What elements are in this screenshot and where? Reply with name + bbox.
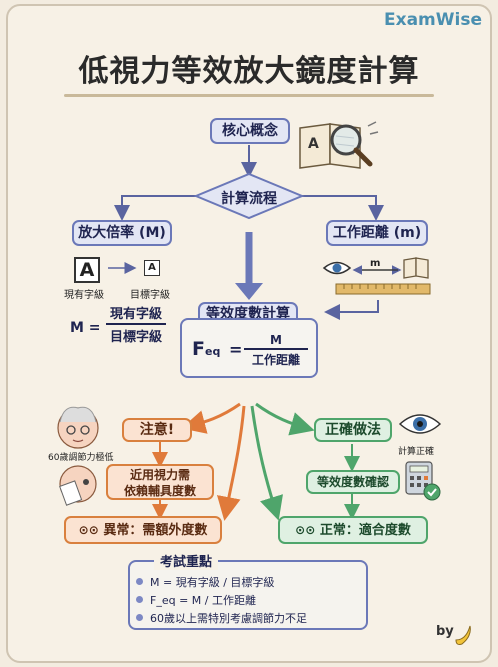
small-letter-card: A: [144, 260, 160, 276]
distance-unit-label: m: [370, 258, 381, 269]
caution-box: 注意!: [122, 418, 192, 442]
core-concept-box: 核心概念: [210, 118, 290, 144]
m-formula-lhs: M =: [70, 320, 101, 336]
age-note-label: 60歲調節力極低: [48, 453, 114, 463]
summary-item: 60歲以上需特別考慮調節力不足: [150, 612, 307, 625]
summary-item: F_eq = M / 工作距離: [150, 594, 256, 607]
summary-item: M = 現有字級 / 目標字級: [150, 576, 275, 589]
flow-label: 計算流程: [221, 191, 277, 207]
normal-result-box: ⊙⊙ 正常：適合度數: [278, 516, 428, 544]
normal-result-label: 正常：適合度數: [319, 523, 411, 538]
feq-symbol: Feq: [192, 338, 220, 360]
equivalent-confirm-box: 等效度數確認: [306, 470, 400, 494]
reliance-line-2: 依賴輔具度數: [123, 484, 196, 498]
fraction-bar: [106, 323, 166, 325]
exam-summary-panel: 考試重點 M = 現有字級 / 目標字級 F_eq = M / 工作距離 60歲…: [128, 551, 368, 630]
correct-method-box: 正確做法: [314, 418, 392, 442]
feq-letter: F: [192, 338, 205, 360]
feq-equals: =: [229, 340, 243, 359]
brand-logo-text: ExamWise: [384, 10, 482, 30]
summary-title: 考試重點: [154, 551, 219, 570]
calc-correct-label: 計算正確: [398, 447, 435, 457]
reliance-line-1: 近用視力需: [129, 468, 190, 482]
page-title: 低視力等效放大鏡度計算: [78, 54, 420, 89]
bullet-dot: [136, 596, 143, 603]
title-underline: [64, 94, 434, 97]
bullet-dot: [136, 578, 143, 585]
feq-subscript: eq: [204, 345, 221, 358]
abnormal-result-label: 異常：需額外度數: [103, 523, 208, 538]
m-formula-denominator: 目標字級: [109, 330, 162, 345]
target-size-label: 目標字級: [130, 290, 170, 301]
m-formula-fraction: 現有字級 目標字級: [106, 303, 166, 345]
glasses-icon: ⊙⊙: [295, 523, 316, 537]
fraction-bar: [244, 348, 308, 350]
signature-text: by: [436, 624, 454, 639]
bullet-dot: [136, 614, 143, 621]
magnification-box: 放大倍率 (M): [72, 220, 172, 246]
distance-box: 工作距離 (m): [326, 220, 428, 246]
reliance-box: 近用視力需 依賴輔具度數: [106, 464, 214, 500]
feq-numerator: M: [270, 333, 282, 347]
large-letter-card: A: [74, 257, 100, 283]
current-size-label: 現有字級: [64, 290, 104, 301]
feq-denominator: 工作距離: [251, 353, 300, 367]
feq-fraction: M 工作距離: [244, 333, 308, 368]
svg-text:A: A: [308, 136, 319, 152]
glasses-icon: ⊙⊙: [78, 523, 99, 537]
abnormal-result-box: ⊙⊙ 異常：需額外度數: [64, 516, 222, 544]
m-formula-numerator: 現有字級: [109, 307, 162, 322]
